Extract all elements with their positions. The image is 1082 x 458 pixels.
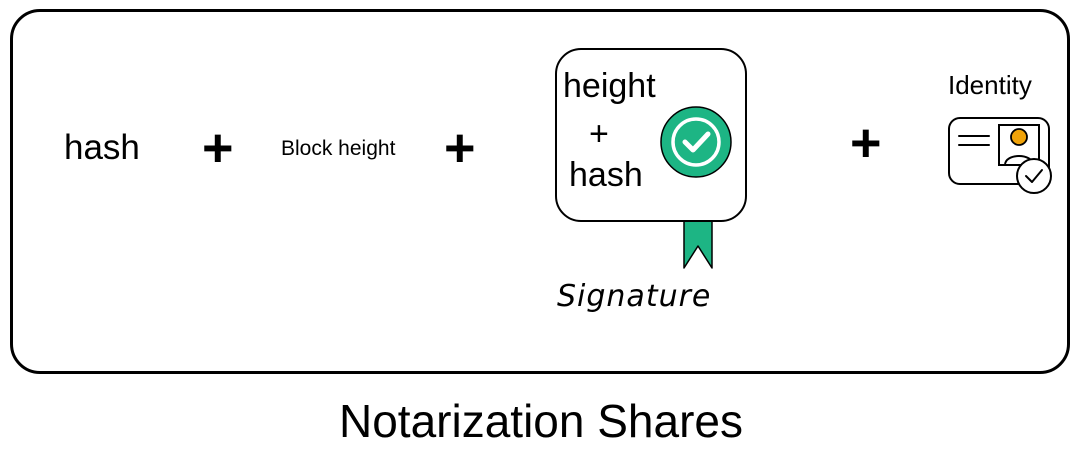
block-height-label: Block height bbox=[281, 137, 396, 160]
plus-operator-3: + bbox=[850, 113, 882, 173]
id-card-icon bbox=[948, 117, 1052, 194]
signature-plus-text: + bbox=[589, 115, 609, 153]
notarization-share-container bbox=[10, 9, 1070, 374]
identity-label: Identity bbox=[948, 70, 1032, 100]
signature-height-text: height bbox=[563, 67, 656, 105]
plus-operator-1: + bbox=[202, 118, 234, 178]
plus-operator-2: + bbox=[444, 118, 476, 178]
signature-hash-text: hash bbox=[569, 156, 643, 194]
verified-check-icon bbox=[1016, 158, 1052, 194]
signature-caption: Signature bbox=[557, 279, 712, 314]
hash-label: hash bbox=[64, 128, 140, 167]
diagram-title: Notarization Shares bbox=[339, 395, 743, 447]
seal-check-icon bbox=[660, 106, 732, 178]
